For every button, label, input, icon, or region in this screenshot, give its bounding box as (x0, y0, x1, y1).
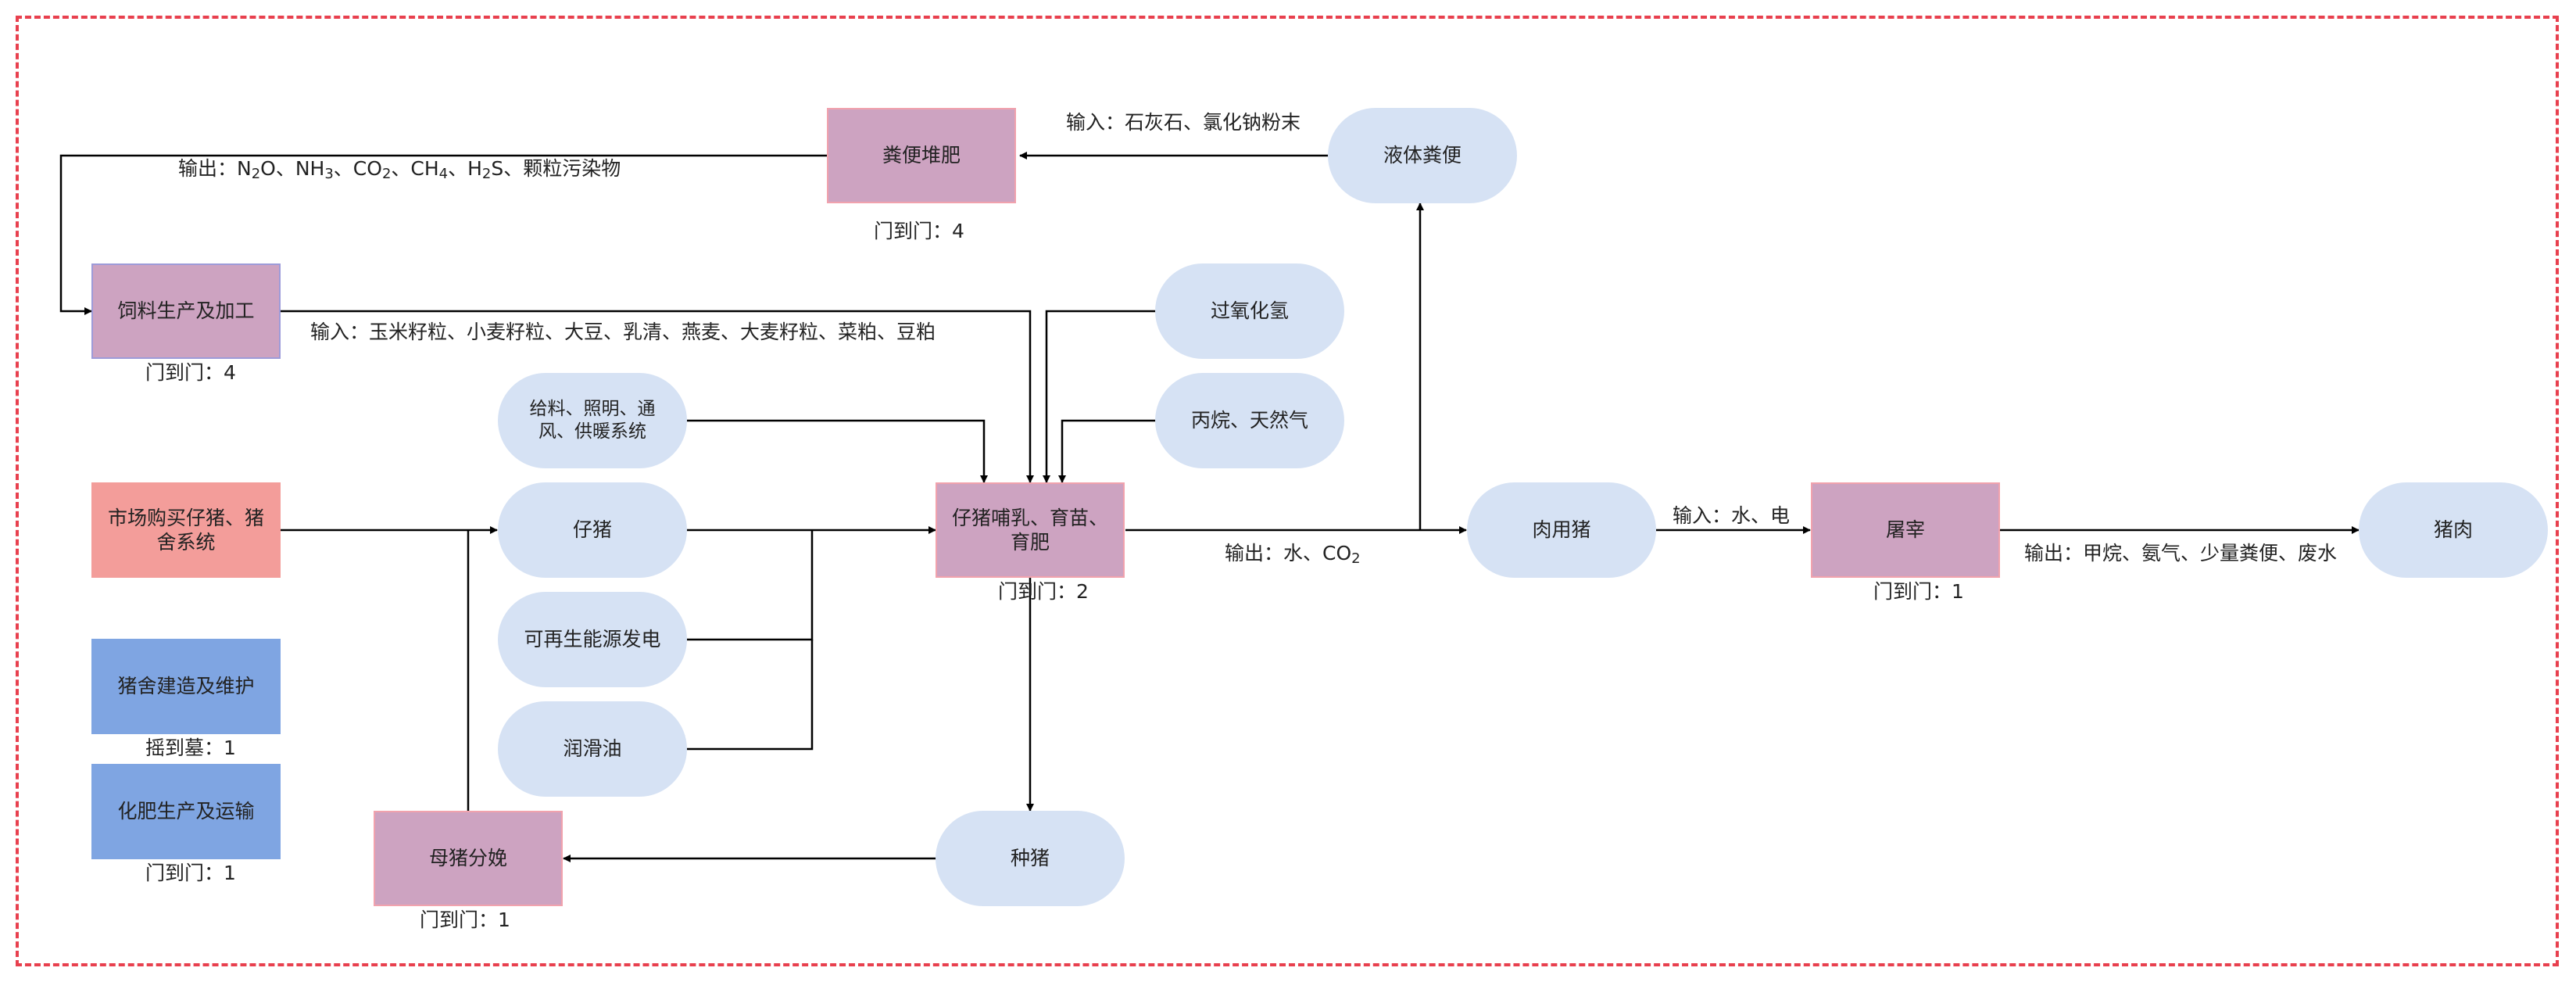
fertilizer-boundary-label: 门到门：1 (145, 862, 236, 884)
feed-boundary-label: 门到门：4 (145, 361, 236, 384)
compost-boundary-label: 门到门：4 (874, 220, 964, 242)
node-feed-production[interactable]: 饲料生产及加工 (91, 263, 281, 359)
node-liquid-manure[interactable]: 液体粪便 (1328, 108, 1517, 203)
edge-systems-to-nursery (687, 419, 988, 483)
compost-output-label: 输出：N2O、NH3、CO2、CH4、H2S、颗粒污染物 (178, 157, 621, 182)
node-slaughter[interactable]: 屠宰 (1811, 482, 2000, 578)
edge-feed-to-nursery (281, 310, 1034, 483)
diagram-border (16, 16, 2559, 966)
edge-propane-to-nursery (1058, 419, 1157, 483)
node-feeding-systems[interactable]: 给料、照明、通风、供暖系统 (498, 373, 687, 468)
pigsty-boundary-label: 摇到墓：1 (145, 736, 236, 759)
node-lubricant[interactable]: 润滑油 (498, 701, 687, 797)
edge-renewable-merge (687, 530, 814, 641)
node-breeding-pig[interactable]: 种猪 (936, 811, 1125, 906)
edge-lubricant-merge (687, 640, 814, 751)
edge-peroxide-to-nursery (1043, 310, 1157, 483)
node-nursery[interactable]: 仔猪哺乳、育苗、育肥 (936, 482, 1125, 578)
node-hydrogen-peroxide[interactable]: 过氧化氢 (1155, 263, 1344, 359)
nursery-output-label: 输出：水、CO2 (1225, 542, 1361, 567)
node-fertilizer[interactable]: 化肥生产及运输 (91, 764, 281, 859)
node-propane-gas[interactable]: 丙烷、天然气 (1155, 373, 1344, 468)
node-sow-farrowing[interactable]: 母猪分娩 (374, 811, 563, 906)
slaughter-output-label: 输出：甲烷、氨气、少量粪便、废水 (2024, 542, 2338, 564)
node-manure-compost[interactable]: 粪便堆肥 (827, 108, 1016, 203)
node-meat-pig[interactable]: 肉用猪 (1467, 482, 1656, 578)
feed-input-label: 输入：玉米籽粒、小麦籽粒、大豆、乳清、燕麦、大麦籽粒、菜粕、豆粕 (310, 321, 936, 343)
node-pork[interactable]: 猪肉 (2359, 482, 2548, 578)
edge-compost-to-feed (59, 154, 827, 315)
compost-input-label: 输入：石灰石、氯化钠粉末 (1066, 111, 1301, 134)
nursery-boundary-label: 门到门：2 (998, 580, 1089, 603)
node-market-piglets[interactable]: 市场购买仔猪、猪舍系统 (91, 482, 281, 578)
slaughter-boundary-label: 门到门：1 (1873, 580, 1964, 603)
node-piglet[interactable]: 仔猪 (498, 482, 687, 578)
slaughter-input-label: 输入：水、电 (1673, 504, 1791, 527)
sow-boundary-label: 门到门：1 (420, 909, 510, 931)
node-renewable-power[interactable]: 可再生能源发电 (498, 592, 687, 687)
node-pigsty-construction[interactable]: 猪舍建造及维护 (91, 639, 281, 734)
